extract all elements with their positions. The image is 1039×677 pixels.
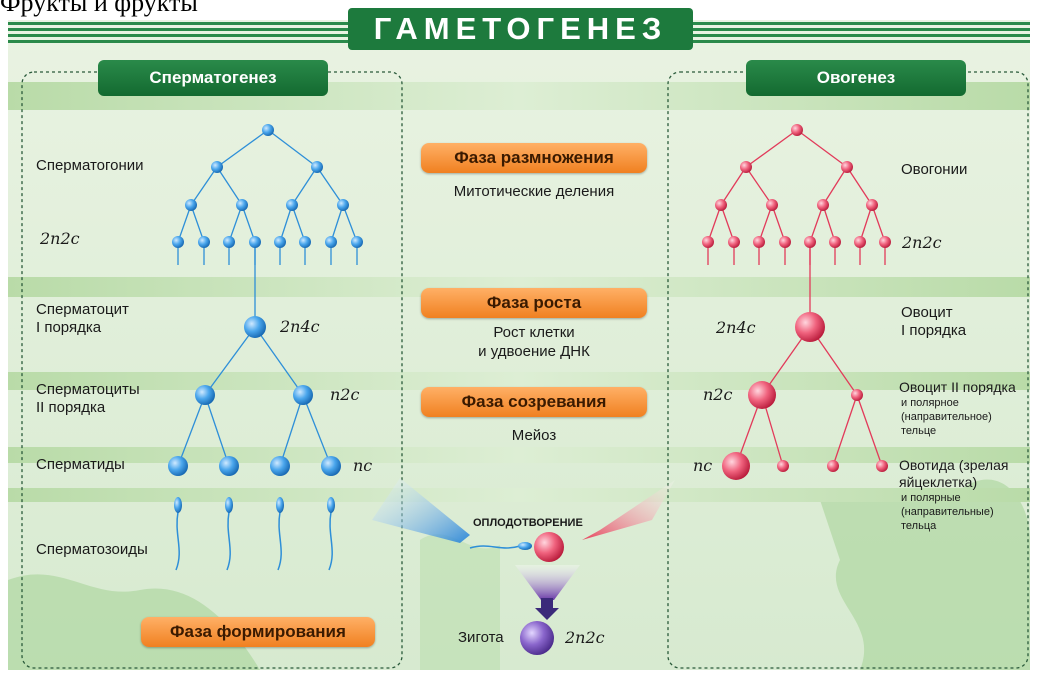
decorative-blob [420,534,500,670]
polar-bodies [777,460,888,472]
spermatozoa-label: Сперматозоиды [36,541,148,558]
spermatogonia-formula: 2n2c [40,229,80,248]
oogonia-cells [702,124,891,248]
oocyte-2-label-line2: и полярное [901,397,959,409]
band [8,447,1030,463]
zygote-funnel [515,565,580,600]
spermatocyte-1-cell [244,316,266,338]
formation-phase-label: Фаза формирования [141,617,375,647]
polar-body [851,389,863,401]
spermatozoa [175,511,333,571]
oocyte-2-cell [748,381,776,409]
spermatocyte-2-cell [195,385,215,405]
spermatocyte-2-formula: n2c [330,385,360,404]
page-title: ГАМЕТОГЕНЕЗ [348,8,693,50]
oogonia-formula: 2n2c [902,233,942,252]
oocyte-2-label-line3: (направительное) [901,411,992,423]
reproduction-phase-description: Митотические деления [453,183,615,200]
oocyte-1-cell [795,312,825,342]
oocyte-2-label-line1: Овоцит II порядка [899,379,1016,395]
oocyte-2-formula: n2c [703,385,733,404]
ootid-formula: nc [693,456,713,475]
ootid-cell [722,452,750,480]
growth-phase-label: Фаза роста [421,288,647,318]
fertilizing-sperm-head [518,542,532,550]
zygote-cell [520,621,554,655]
sperm-arrow [372,478,470,543]
fertilization-label: ОПЛОДОТВОРЕНИЕ [473,517,583,529]
title-rule [8,34,348,37]
title-rule [8,22,348,25]
oocyte-1-label-line1: Овоцит [901,304,953,321]
spermatocyte-2-cell [293,385,313,405]
spermatogonia-label: Сперматогонии [36,157,144,174]
cutoff-header-text: Фрукты и фрукты [0,0,198,17]
title-rule [8,40,348,43]
spermatocyte-1-label-line1: Сперматоцит [36,301,129,318]
zygote-formula: 2n2c [565,628,605,647]
oogonia-label: Овогонии [901,161,968,178]
ootid-label-line3: и полярные [901,492,961,504]
spermatogenesis-header: Сперматогенез [98,60,328,96]
spermatogenesis-frame [21,71,403,669]
title-rule [8,28,348,31]
spermatogonia-cells [172,124,363,248]
zygote-arrow [535,598,559,620]
band [8,488,1030,502]
ootid-label-line4: (направительные) [901,506,994,518]
spermatocyte-1-label-line2: I порядка [36,319,102,336]
spermatids-label: Сперматиды [36,456,125,473]
egg-arrow [582,480,675,540]
ootid-label-line5: тельца [901,520,937,532]
spermatogonia-tree-lines [177,129,358,467]
oocyte-1-formula: 2n4c [716,318,756,337]
reproduction-phase-label: Фаза размножения [421,143,647,173]
growth-phase-description-1: Рост клетки [493,324,575,341]
egg-cell [534,532,564,562]
oogenesis-header: Овогенез [746,60,966,96]
spermatocyte-2-label-line1: Сперматоциты [36,381,140,398]
oocyte-1-label-line2: I порядка [901,322,967,339]
spermatocyte-1-formula: 2n4c [280,317,320,336]
title-rule [693,40,1030,43]
ootid-label-line2: яйцеклетка) [899,474,978,490]
zygote-label: Зигота [458,629,504,646]
fertilizing-sperm-tail [469,545,521,549]
spermatid-cells [168,456,341,476]
title-rule [693,34,1030,37]
band [8,277,1030,297]
maturation-phase-description: Мейоз [511,427,557,444]
growth-phase-description-2: и удвоение ДНК [478,343,590,360]
oocyte-2-label-line4: тельце [901,425,937,437]
title-rule [693,22,1030,25]
decorative-blob [820,479,1030,670]
maturation-phase-label: Фаза созревания [421,387,647,417]
spermatozoa-heads [174,497,335,513]
ootid-label-line1: Овотида (зрелая [899,457,1009,473]
spermatocyte-2-label-line2: II порядка [36,399,106,416]
title-rule [693,28,1030,31]
spermatid-formula: nc [353,456,373,475]
